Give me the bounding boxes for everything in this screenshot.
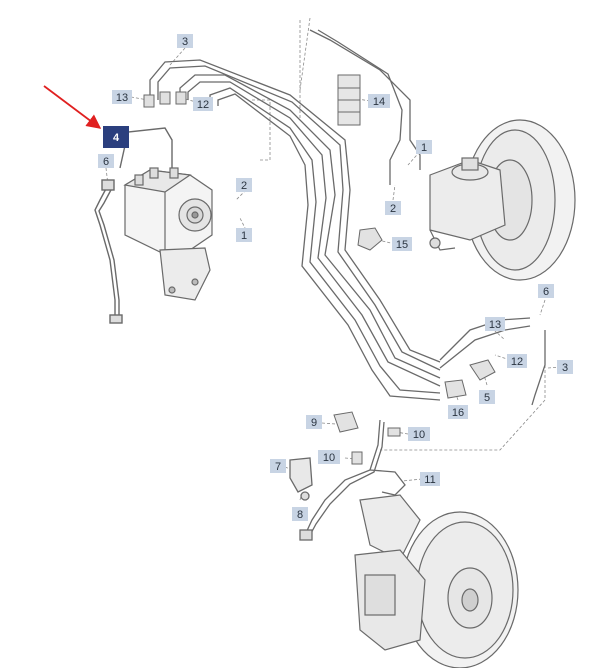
callout[interactable]: 1: [236, 228, 252, 242]
svg-text:3: 3: [182, 36, 188, 48]
callout[interactable]: 11: [420, 472, 440, 486]
callout[interactable]: 2: [385, 201, 401, 215]
svg-text:7: 7: [275, 461, 281, 473]
svg-text:13: 13: [489, 319, 501, 331]
svg-text:3: 3: [562, 362, 568, 374]
svg-text:4: 4: [113, 132, 120, 144]
svg-text:12: 12: [197, 99, 209, 111]
svg-text:6: 6: [103, 156, 109, 168]
callout[interactable]: 8: [292, 507, 308, 521]
svg-text:16: 16: [452, 407, 464, 419]
svg-text:10: 10: [323, 452, 335, 464]
svg-text:5: 5: [484, 392, 490, 404]
callout[interactable]: 1: [416, 140, 432, 154]
callout[interactable]: 12: [507, 354, 527, 368]
front-hose: [289, 419, 406, 541]
callout[interactable]: 10: [408, 427, 430, 441]
callout[interactable]: 2: [236, 178, 252, 192]
svg-text:12: 12: [511, 356, 523, 368]
callout-highlighted[interactable]: 4: [103, 126, 129, 148]
svg-text:9: 9: [311, 417, 317, 429]
svg-text:15: 15: [396, 239, 408, 251]
svg-text:13: 13: [116, 92, 128, 104]
callout[interactable]: 7: [270, 459, 286, 473]
clip-block: [337, 74, 361, 126]
callout[interactable]: 13: [112, 90, 132, 104]
brake-disc: [354, 494, 519, 668]
svg-text:1: 1: [241, 230, 247, 242]
callout[interactable]: 16: [448, 405, 468, 419]
callout[interactable]: 9: [306, 415, 322, 429]
connectors-top: [143, 91, 187, 108]
callout[interactable]: 6: [538, 284, 554, 298]
pointer-arrow: [43, 85, 102, 129]
svg-text:1: 1: [421, 142, 427, 154]
brake-booster: [429, 119, 576, 281]
callout[interactable]: 6: [98, 154, 114, 168]
svg-text:2: 2: [241, 180, 247, 192]
callout[interactable]: 10: [318, 450, 340, 464]
svg-text:2: 2: [390, 203, 396, 215]
svg-text:10: 10: [413, 429, 425, 441]
callout[interactable]: 3: [177, 34, 193, 48]
callout-labels: 3 13 12 4 6 14 1 2: [98, 34, 573, 521]
svg-text:6: 6: [543, 286, 549, 298]
brake-lines-upper: [149, 29, 546, 406]
svg-text:14: 14: [373, 96, 385, 108]
callout[interactable]: 14: [368, 94, 390, 108]
callout[interactable]: 13: [485, 317, 505, 331]
callout[interactable]: 12: [193, 97, 213, 111]
small-parts: [333, 227, 496, 465]
svg-text:11: 11: [424, 474, 435, 486]
callout[interactable]: 5: [479, 390, 495, 404]
callout[interactable]: 3: [557, 360, 573, 374]
abs-unit: [123, 167, 213, 301]
callout[interactable]: 15: [392, 237, 412, 251]
svg-text:8: 8: [297, 509, 303, 521]
